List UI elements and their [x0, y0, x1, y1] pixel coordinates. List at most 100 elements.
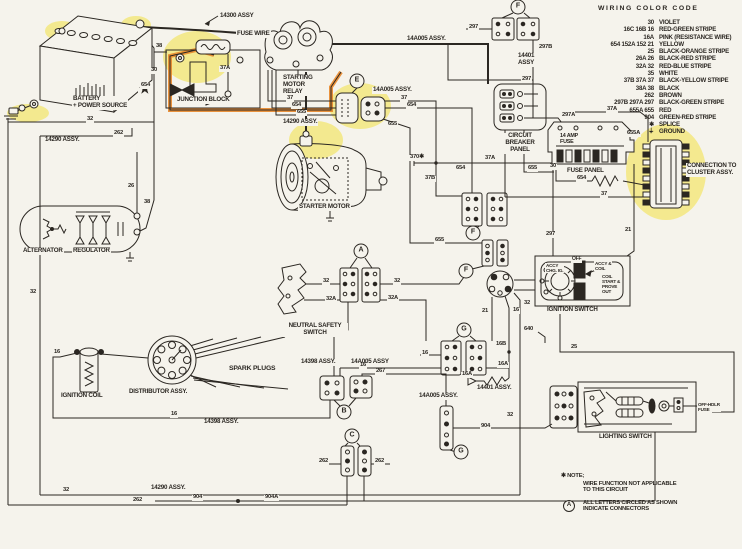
- component-label: 14398 ASSY.: [203, 418, 240, 426]
- component-label: BATTERY + POWER SOURCE: [72, 95, 129, 110]
- wire-label: 21: [624, 227, 633, 234]
- wire-label: 32: [322, 278, 331, 285]
- legend-color-name: VIOLET: [659, 19, 680, 26]
- wire-label: 297: [521, 76, 533, 83]
- component-label: 14290 ASSY.: [282, 118, 319, 126]
- component-label: 14 AMP FUSE: [559, 133, 580, 146]
- wire-label: 904A: [264, 494, 280, 501]
- connector-circle-a: A: [563, 500, 575, 512]
- component-label: ALTERNATOR: [22, 247, 64, 255]
- legend-codes: 26A 26: [635, 55, 654, 63]
- legend-title: WIRING COLOR CODE: [598, 5, 699, 12]
- component-label: 14290 ASSY.: [150, 484, 187, 492]
- component-label: 14300 ASSY: [219, 12, 255, 20]
- legend-color-name: YELLOW: [659, 40, 684, 48]
- connector-circle-c: C: [344, 428, 360, 444]
- component-label: COIL START & PROVE OUT: [601, 274, 622, 295]
- legend-color-name: PINK (RESISTANCE WIRE): [659, 33, 732, 41]
- wire-label: 904: [192, 494, 204, 501]
- legend-codes: 30: [647, 19, 655, 26]
- legend-row: ✱SPLICE: [572, 121, 740, 128]
- splice-dots: [205, 21, 511, 503]
- component-label: 14A005 ASSY: [350, 358, 390, 366]
- wire-label: 37A: [606, 106, 619, 113]
- legend-color-name: GROUND: [659, 128, 685, 136]
- legend-codes: 38A 38: [635, 84, 654, 92]
- wire-label: 32: [29, 289, 38, 296]
- legend-codes: 32A 32: [635, 62, 654, 70]
- wire-label: 30: [549, 163, 558, 170]
- component-label: IGNITION SWITCH: [546, 306, 599, 314]
- wire-label: 21: [481, 308, 490, 315]
- component-shapes: [4, 15, 709, 477]
- component-label: REGULATOR: [72, 247, 111, 255]
- legend-row: 16A PINK (RESISTANCE WIRE): [572, 34, 740, 41]
- wire-label: 32: [523, 300, 532, 307]
- component-label: STARTING MOTOR RELAY: [282, 74, 314, 96]
- note-label: ✱ NOTE;: [561, 473, 585, 479]
- wire-label: 297A: [561, 112, 577, 119]
- wire-label: 654: [406, 102, 418, 109]
- connector-circle-e: E: [349, 73, 365, 89]
- wire-label: 655: [296, 109, 308, 116]
- connector-circle-a: A: [353, 243, 369, 259]
- connector-circle-f: F: [510, 0, 526, 15]
- component-label: OFF: [571, 256, 583, 263]
- wire-label: 26: [127, 183, 136, 190]
- legend-color-name: BLACK-GREEN STRIPE: [659, 99, 725, 107]
- connector-circle-g: G: [456, 322, 472, 338]
- component-label: 14401 ASSY.: [476, 384, 513, 392]
- wire-label: 25: [570, 344, 579, 351]
- component-label: FUSE PANEL: [566, 167, 605, 175]
- wire-label: 37: [600, 191, 609, 198]
- wire-label: 16B: [495, 341, 508, 348]
- component-label: NEUTRAL SAFETY SWITCH: [282, 322, 348, 337]
- note-label: WIRE FUNCTION NOT APPLICABLE TO THIS CIR…: [583, 481, 677, 494]
- wire-label: 37: [286, 95, 295, 102]
- legend-codes: 262: [644, 91, 654, 99]
- wire-label: 32: [506, 412, 515, 419]
- wire-label: 655A: [626, 130, 642, 137]
- wire-label: 654: [576, 175, 588, 182]
- legend-codes: ⏚: [648, 128, 654, 136]
- legend-codes: 904: [644, 113, 654, 121]
- wire-label: 32: [393, 278, 402, 285]
- wire-label: 37: [400, 95, 409, 102]
- wire-label: 37A: [219, 65, 232, 72]
- component-label: CIRCUIT BREAKER PANEL: [502, 132, 538, 154]
- legend-color-name: RED: [659, 106, 672, 114]
- wire-label: 262: [374, 458, 386, 465]
- wire-label: 655: [527, 165, 539, 172]
- wire-label: 16: [53, 349, 62, 356]
- wire-label: 16: [170, 411, 179, 418]
- wire-label: 16A: [497, 361, 510, 368]
- legend-codes: ✱: [649, 121, 654, 129]
- legend-color-name: BLACK: [659, 84, 680, 92]
- legend-color-name: BLACK-YELLOW STRIPE: [659, 77, 729, 85]
- legend-row: 30 VIOLET: [572, 19, 740, 26]
- wire-label: 32: [62, 487, 71, 494]
- connector-circle-b: B: [336, 404, 352, 420]
- wire-label: 654: [140, 82, 152, 89]
- component-label: LIGHTING SWITCH: [598, 433, 653, 441]
- wire-label: 32A: [325, 296, 338, 303]
- wire-label: 32A: [387, 295, 400, 302]
- wire-label: 16A: [461, 371, 474, 378]
- legend-row: 38A 38 BLACK: [572, 85, 740, 92]
- component-label: ACCY CHG. IG.: [545, 263, 565, 274]
- wire-label: 30: [150, 67, 159, 74]
- wire-label: 262: [132, 497, 144, 504]
- component-label: 14A005 ASSY.: [372, 86, 413, 94]
- legend-color-name: RED-GREEN STRIPE: [659, 26, 717, 34]
- wire-label: 267: [375, 368, 387, 375]
- wire-label: 262: [113, 130, 125, 137]
- legend-codes: 16A: [643, 33, 654, 41]
